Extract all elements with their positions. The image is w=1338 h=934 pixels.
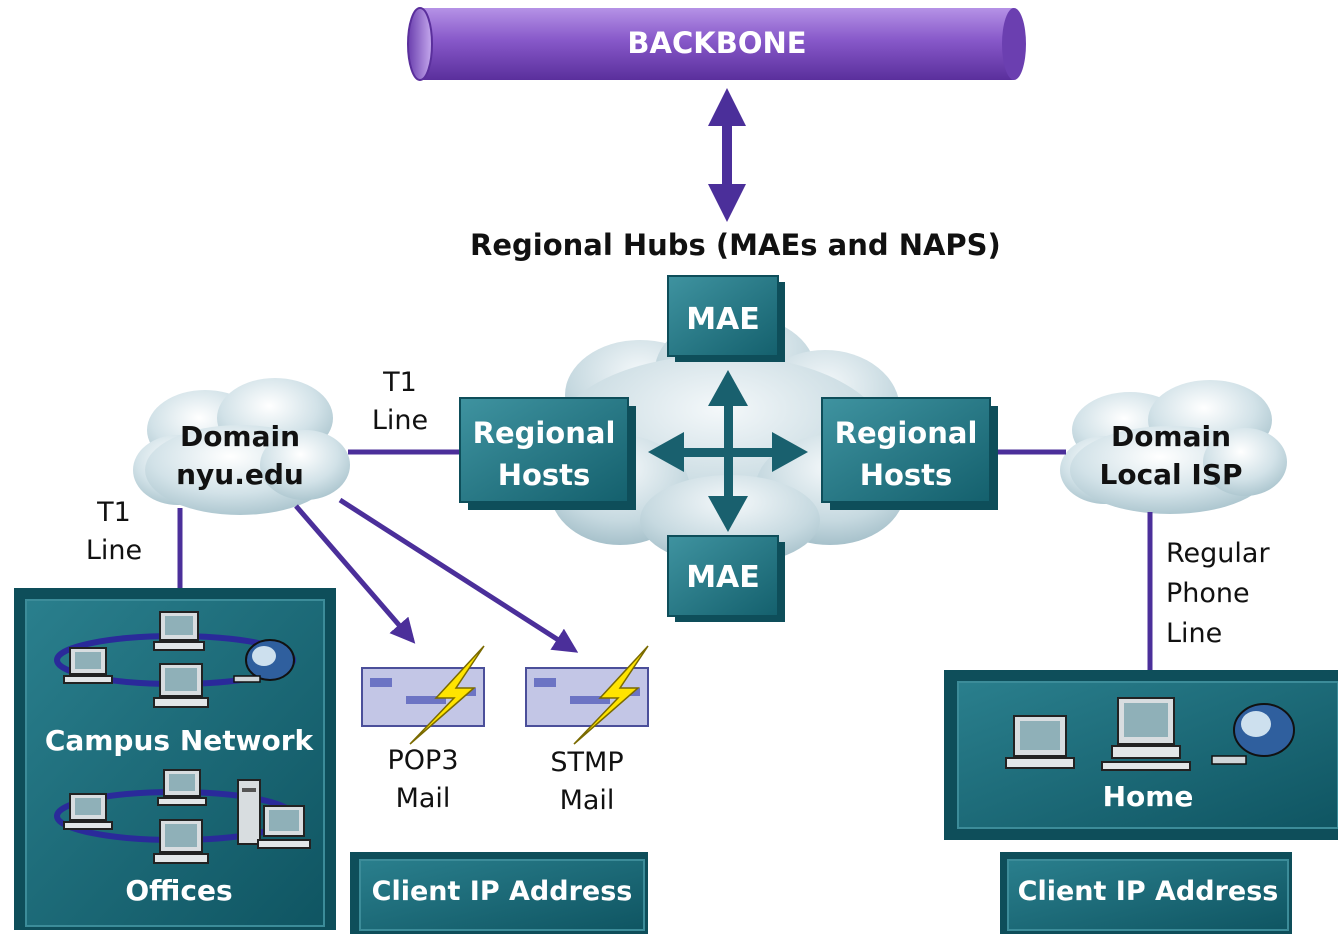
t1-line-left-label: T1 Line [74, 494, 154, 570]
client-ip-right-box [1000, 852, 1292, 934]
regional-hubs-title: Regional Hubs (MAEs and NAPS) [470, 228, 1001, 262]
left-domain-cloud [133, 378, 350, 515]
regional-hosts-left-line2: Hosts [497, 458, 591, 492]
t1-line-top-label: T1 Line [360, 364, 440, 440]
link-lines [177, 449, 1153, 670]
stmp-line2: Mail [559, 785, 615, 816]
regional-hosts-left-line1: Regional [472, 416, 616, 450]
backbone-double-arrow [708, 88, 746, 222]
phone-line1: Regular [1166, 538, 1270, 569]
pop3-line2: Mail [395, 783, 451, 814]
hub-boxes [459, 275, 998, 622]
left-domain-label: Domain nyu.edu [150, 418, 330, 494]
pop3-line1: POP3 [387, 745, 459, 776]
pop3-mail-label: POP3 Mail [362, 742, 484, 818]
t1-top-line2: Line [371, 405, 429, 436]
mae-top-label: MAE [686, 302, 760, 337]
hub-four-way-arrows [648, 370, 808, 532]
backbone-label: BACKBONE [627, 26, 807, 60]
campus-network-label: Campus Network [44, 724, 314, 757]
t1-left-line1: T1 [97, 497, 131, 528]
t1-left-line2: Line [85, 535, 143, 566]
offices-label: Offices [125, 874, 233, 907]
right-domain-label: Domain Local ISP [1078, 418, 1264, 494]
regional-hosts-left-label: Regional Hosts [460, 412, 628, 496]
left-domain-line2: nyu.edu [176, 458, 304, 491]
regional-hosts-right-line1: Regional [834, 416, 978, 450]
client-ip-left-box [350, 852, 648, 934]
right-domain-line2: Local ISP [1099, 458, 1243, 491]
right-domain-line1: Domain [1110, 420, 1232, 453]
phone-line2: Phone [1166, 578, 1250, 609]
home-label: Home [1102, 780, 1194, 813]
left-domain-line1: Domain [179, 420, 301, 453]
regional-hosts-right-label: Regional Hosts [822, 412, 990, 496]
home-computer-icons [1005, 697, 1295, 771]
mail-servers [361, 645, 649, 745]
backbone-cylinder [407, 7, 1026, 81]
phone-line3: Line [1166, 618, 1223, 649]
client-ip-left-label: Client IP Address [371, 876, 633, 907]
regional-hosts-right-line2: Hosts [859, 458, 953, 492]
client-ip-right-label: Client IP Address [1017, 876, 1279, 907]
stmp-line1: STMP [550, 747, 624, 778]
t1-top-line1: T1 [383, 367, 417, 398]
stmp-mail-label: STMP Mail [526, 744, 648, 820]
mae-bottom-label: MAE [686, 560, 760, 595]
campus-computer-icons [63, 611, 311, 864]
right-domain-cloud [1060, 380, 1287, 514]
phone-line-label: Regular Phone Line [1166, 534, 1276, 654]
